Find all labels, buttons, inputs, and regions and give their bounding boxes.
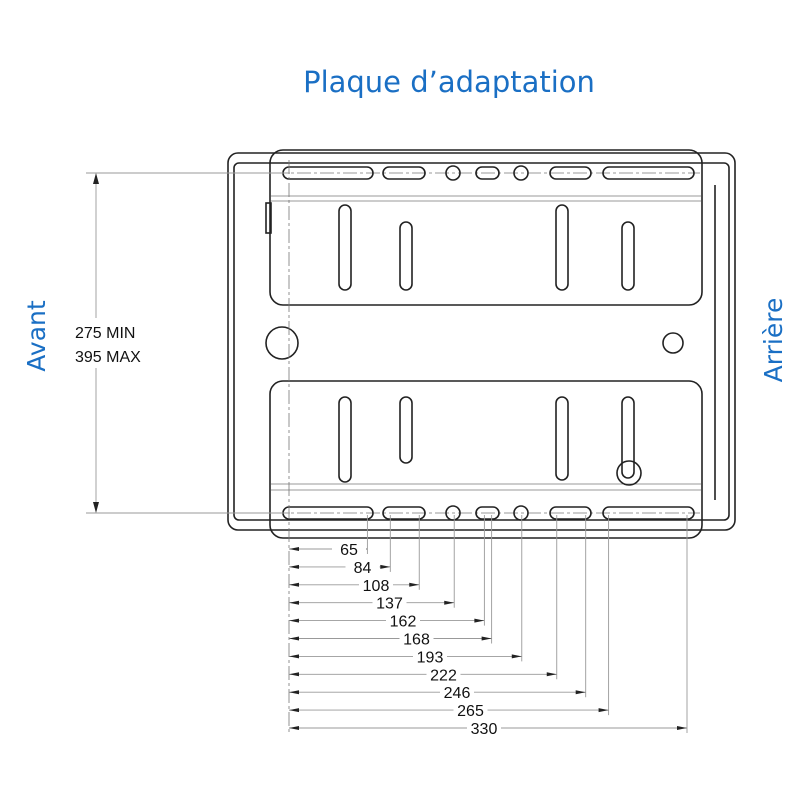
adapter-plates (228, 149, 703, 735)
arrow-left (289, 726, 299, 730)
dimension-65: 65 (289, 515, 368, 559)
label-bg (426, 665, 461, 682)
top-plate-outline (269, 149, 703, 306)
label-bg (372, 593, 407, 610)
frame-inner (233, 162, 730, 521)
horizontal-slot (549, 166, 592, 180)
arrow-right (380, 564, 391, 569)
vertical-slot (338, 204, 352, 291)
dimension-193: 193 (289, 515, 523, 666)
label-bg (440, 683, 474, 700)
vertical-slot (555, 396, 569, 481)
arrow-left (289, 708, 299, 713)
frame-outline (227, 152, 736, 531)
round-hole (445, 505, 461, 521)
height-dimension: 275 MIN 395 MAX (70, 172, 290, 514)
label-bg (453, 701, 488, 718)
arrow-right (444, 600, 455, 605)
dimension-label: 137 (376, 596, 403, 613)
dimension-265: 265 (289, 515, 610, 720)
dimension-label: 265 (457, 703, 484, 720)
dimension-137: 137 (289, 515, 455, 613)
label-bg (413, 647, 447, 664)
dimension-label: 222 (430, 667, 457, 684)
horizontal-slot (382, 166, 426, 180)
round-hole (445, 165, 461, 181)
vertical-slot (621, 221, 635, 291)
dimension-246: 246 (289, 515, 587, 702)
dimension-label: 330 (471, 721, 498, 738)
arrow-right (677, 726, 687, 730)
horizontal-slot (475, 166, 500, 180)
dimension-label: 108 (363, 578, 390, 595)
dimension-330: 330 (289, 515, 688, 738)
vertical-slot (399, 396, 413, 464)
horizontal-slot (602, 506, 695, 520)
horizontal-slot (602, 166, 695, 180)
bottom-plate (228, 380, 703, 539)
label-bg (359, 575, 393, 592)
arrow-right (474, 618, 485, 623)
top-plate (228, 149, 703, 306)
dimension-label: 246 (444, 685, 471, 702)
dimension-label: 168 (403, 632, 430, 649)
dimension-108: 108 (289, 515, 420, 595)
horizontal-slot (549, 506, 592, 520)
arrow-left (289, 564, 299, 569)
min-height-label: 275 MIN (75, 325, 135, 342)
front-label: Avant (22, 300, 51, 372)
arrow-right (409, 582, 420, 587)
arrow-right (481, 636, 492, 641)
dimension-label: 84 (354, 560, 372, 577)
frame-tab (265, 202, 272, 234)
dimension-84: 84 (289, 515, 391, 577)
max-height-label: 395 MAX (75, 349, 141, 366)
arrow-right (598, 708, 609, 713)
vertical-slot (621, 396, 635, 479)
rear-label: Arrière (759, 298, 788, 383)
label-bg (332, 540, 366, 556)
arrow-right (575, 690, 586, 695)
bottom-plate-outline (269, 380, 703, 539)
arrow-left (289, 582, 299, 587)
vertical-slot (555, 204, 569, 291)
arrow-left (289, 672, 299, 677)
locking-knob (616, 460, 642, 486)
arrow-left (289, 618, 299, 623)
arrow-left (289, 547, 299, 551)
round-hole (513, 505, 529, 521)
label-bg (345, 557, 380, 574)
vertical-slot (338, 396, 352, 483)
horizontal-slot (475, 506, 500, 520)
side-hole-rear (662, 332, 684, 354)
arrow-right (546, 672, 557, 677)
label-bg (399, 629, 434, 646)
label-bg (386, 611, 420, 628)
arrow-right (511, 654, 522, 659)
dimension-222: 222 (289, 515, 558, 684)
dimension-label: 162 (390, 614, 417, 631)
vertical-slot (399, 221, 413, 291)
label-bg (467, 719, 501, 735)
side-hole-front (265, 326, 299, 360)
dimension-162: 162 (289, 515, 485, 631)
diagram-title: Plaque d’adaptation (303, 65, 595, 99)
mount-frame (227, 152, 736, 531)
arrow-left (289, 654, 299, 659)
arrow-left (289, 600, 299, 605)
arrow-left (289, 690, 299, 695)
dimension-label: 193 (417, 649, 444, 666)
horizontal-slot (382, 506, 426, 520)
dimension-label: 65 (340, 542, 358, 559)
dimension-168: 168 (289, 515, 493, 649)
round-hole (513, 165, 529, 181)
arrow-left (289, 636, 299, 641)
